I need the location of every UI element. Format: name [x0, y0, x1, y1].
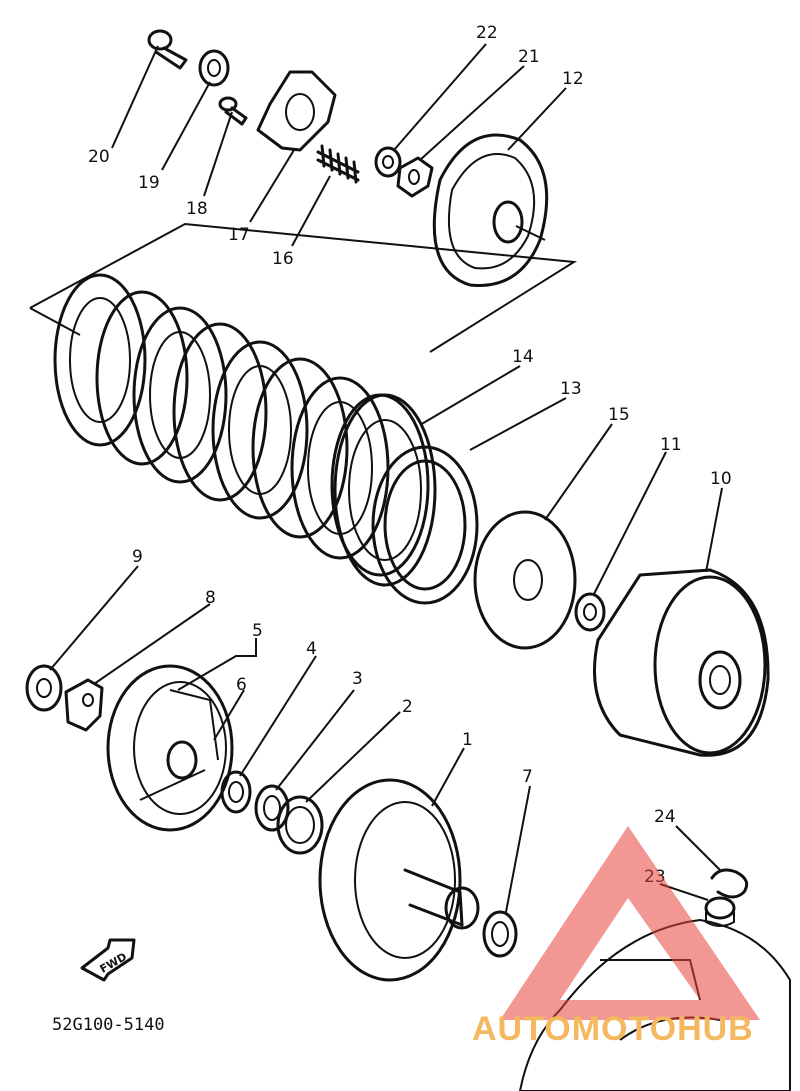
part-7-washer [482, 910, 518, 958]
watermark-logo: AUTOMOTOHUB [472, 826, 760, 1048]
part-20-bolt [147, 29, 188, 70]
callout-5: 5 [252, 621, 263, 641]
part-5-6-centrifugal-shoe-assembly [106, 664, 234, 832]
callout-16: 16 [272, 249, 294, 269]
part-14-friction-plate [333, 393, 437, 587]
callout-20: 20 [88, 147, 110, 167]
part-12-clutch-boss [432, 133, 549, 287]
callout-21: 21 [518, 47, 540, 67]
part-22-nut [374, 146, 402, 178]
assembly-bracket [29, 222, 578, 353]
callout-4: 4 [306, 639, 317, 659]
callout-1: 1 [462, 730, 473, 750]
callout-6: 6 [236, 675, 247, 695]
part-4-washer [220, 770, 252, 814]
callout-9: 9 [132, 547, 143, 567]
part-8-plate [64, 678, 104, 732]
callout-17: 17 [228, 225, 250, 245]
part-24-circlip [710, 868, 749, 899]
part-10-clutch-housing [592, 568, 770, 757]
part-13-friction-plate [371, 445, 479, 605]
part-19-bearing [198, 49, 230, 87]
part-2-one-way-clutch [276, 795, 324, 855]
callout-10: 10 [710, 469, 732, 489]
callout-18: 18 [186, 199, 208, 219]
part-17-pressure-plate [256, 70, 337, 152]
part-21-lock-washer [396, 156, 434, 198]
callout-7: 7 [522, 767, 533, 787]
callout-2: 2 [402, 697, 413, 717]
callout-14: 14 [512, 347, 534, 367]
part-9-washer [25, 664, 63, 712]
part-18-bolt [218, 96, 248, 126]
leader-lines [49, 43, 723, 913]
callout-15: 15 [608, 405, 630, 425]
part-11-washer [574, 592, 606, 632]
fwd-arrow: FWD [80, 938, 136, 982]
callout-19: 19 [138, 173, 160, 193]
part-15-plate [473, 510, 577, 650]
callout-11: 11 [660, 435, 682, 455]
part-1-clutch-drum [318, 778, 480, 982]
part-code: 52G100-5140 [52, 1015, 165, 1035]
watermark-text: AUTOMOTOHUB [472, 1010, 754, 1048]
part-16-spring [316, 144, 360, 184]
part-3-bearing [254, 784, 290, 832]
callout-13: 13 [560, 379, 582, 399]
callout-22: 22 [476, 23, 498, 43]
callout-12: 12 [562, 69, 584, 89]
callout-3: 3 [352, 669, 363, 689]
callout-labels: 1 2 3 4 5 6 7 8 9 10 11 12 13 14 15 16 1… [88, 23, 732, 887]
callout-24: 24 [654, 807, 676, 827]
callout-8: 8 [205, 588, 216, 608]
clutch-plate-stack [53, 273, 430, 577]
